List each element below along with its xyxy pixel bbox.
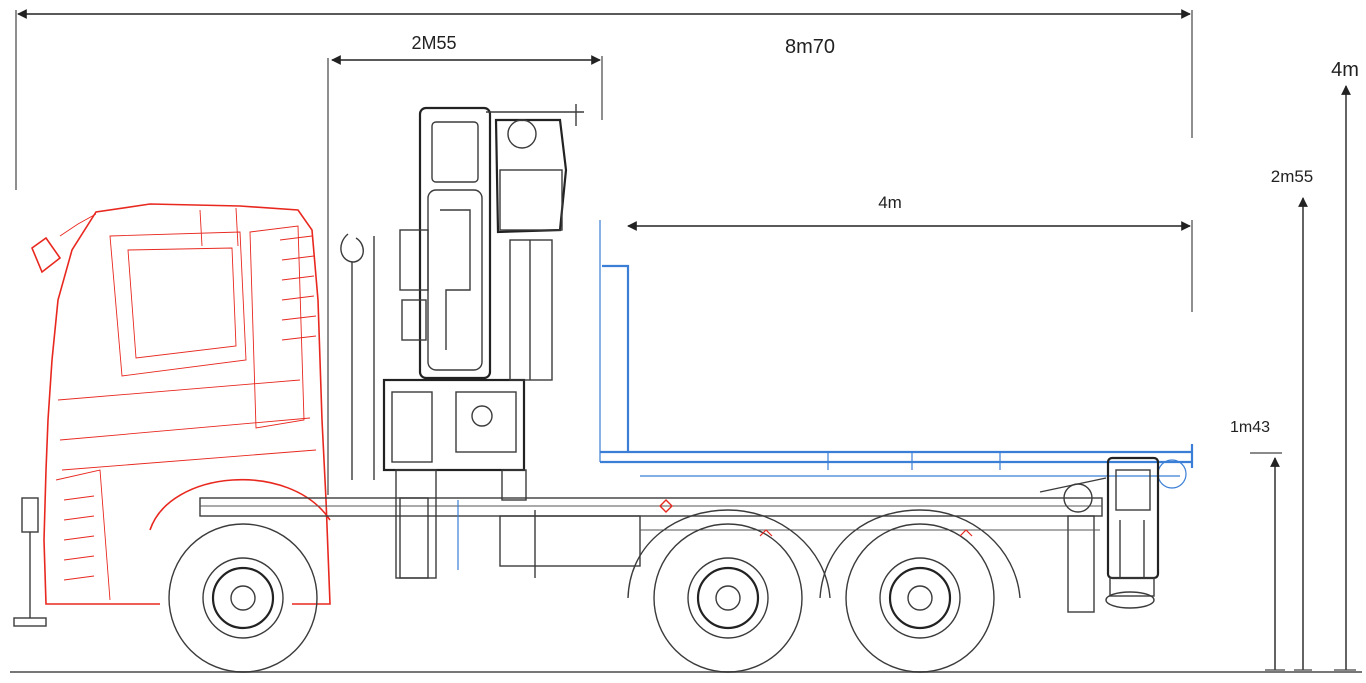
crane-reach-label: 2M55 [411, 33, 456, 53]
truck-cab [31, 203, 331, 605]
marker-points [659, 499, 973, 537]
rear-wheel-1 [627, 509, 831, 673]
platform-height-label: 1m43 [1230, 419, 1270, 436]
body-height-label: 2m55 [1271, 167, 1314, 186]
dimension-body-height: 2m55 [1271, 167, 1314, 671]
rear-wheel-2 [819, 509, 1021, 673]
front-stabilizer [13, 497, 47, 627]
crane [340, 104, 584, 579]
dimension-crane-reach: 2M55 [327, 33, 603, 495]
rear-hook-mechanism [1039, 456, 1160, 609]
overall-length-label: 8m70 [785, 36, 835, 58]
dimension-total-height: 4m [1331, 59, 1359, 671]
dimension-platform-height: 1m43 [1230, 419, 1285, 671]
cargo-body [457, 220, 1194, 570]
chassis-frame [199, 497, 1103, 613]
front-wheel [168, 523, 318, 673]
dimension-body-length: 4m [627, 193, 1193, 312]
body-length-label: 4m [878, 193, 902, 212]
dimension-overall-length: 8m70 [15, 9, 1193, 190]
total-height-label: 4m [1331, 59, 1359, 81]
